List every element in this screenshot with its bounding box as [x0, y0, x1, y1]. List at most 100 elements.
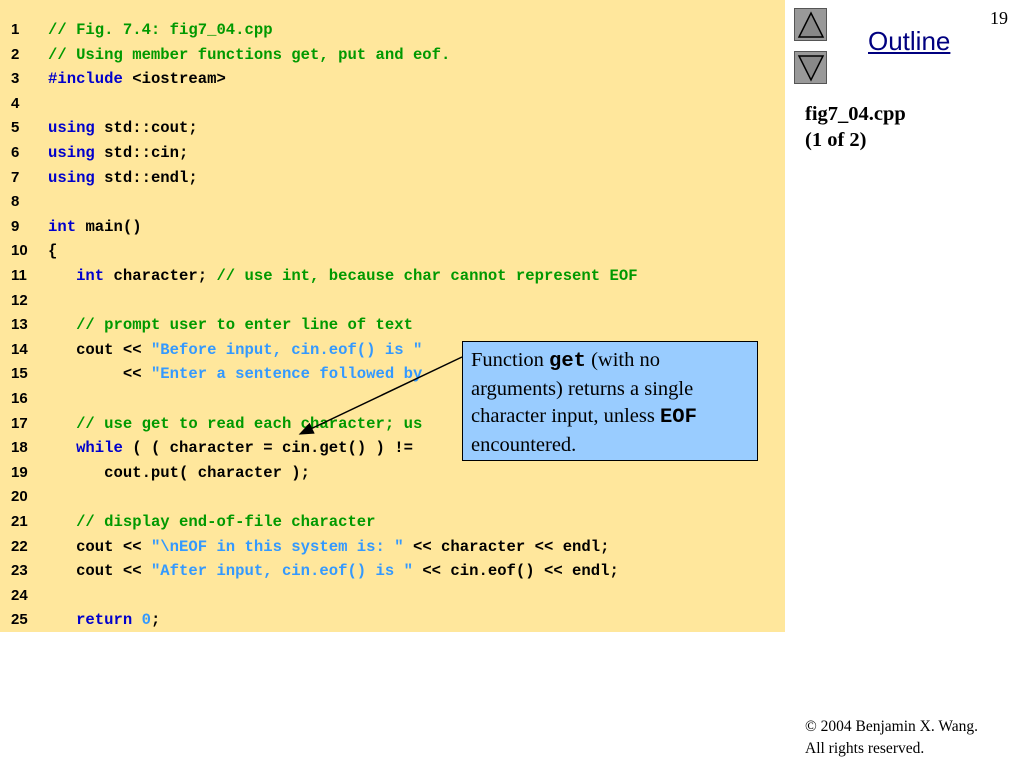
- line-number: 17: [11, 414, 28, 432]
- code-text: << "Enter a sentence followed by: [48, 362, 422, 386]
- line-number: 22: [11, 537, 28, 555]
- code-token: main(): [85, 217, 142, 236]
- code-token: while: [76, 439, 133, 458]
- code-token: int: [48, 217, 86, 236]
- code-text: using std::cin;: [48, 141, 188, 165]
- line-number: 23: [11, 562, 28, 580]
- code-text: int main(): [48, 215, 142, 239]
- line-number: 24: [11, 586, 28, 604]
- code-token: "Enter a sentence followed by: [150, 365, 423, 384]
- triangle-down-icon: [797, 54, 824, 82]
- code-text: cout << "Before input, cin.eof() is ": [48, 338, 422, 362]
- code-token: std::cout;: [104, 119, 198, 138]
- code-token: 0: [141, 611, 151, 630]
- code-text: // Fig. 7.4: fig7_04.cpp: [48, 18, 273, 42]
- code-token: {: [48, 242, 58, 261]
- code-text: cout << "After input, cin.eof() is " << …: [48, 559, 619, 583]
- code-token: "\nEOF in this system is: ": [150, 537, 404, 556]
- line-number: 5: [11, 119, 20, 137]
- line-number: 15: [11, 365, 28, 383]
- line-number: 16: [11, 390, 28, 407]
- footer: © 2004 Benjamin X. Wang. All rights rese…: [805, 716, 978, 760]
- code-token: [48, 316, 76, 334]
- callout-code-get: get: [549, 350, 586, 373]
- code-token: using: [48, 144, 105, 162]
- copyright-symbol: ©: [805, 718, 817, 735]
- file-name: fig7_04.cpp: [805, 103, 906, 125]
- code-text: int character; // use int, because char …: [48, 264, 638, 288]
- code-token: [48, 439, 76, 457]
- code-token: [48, 415, 76, 433]
- callout-text-2: (with no arguments) returns a single cha…: [471, 349, 694, 427]
- code-text: cout << "\nEOF in this system is: " << c…: [48, 535, 609, 559]
- code-token: std::endl;: [104, 168, 198, 187]
- code-token: std::cin;: [104, 144, 189, 162]
- file-title: fig7_04.cpp (1 of 2): [805, 101, 906, 153]
- code-token: cout.put( character );: [48, 463, 311, 482]
- code-text: // use get to read each character; us: [48, 412, 422, 436]
- line-number: 2: [11, 45, 20, 63]
- code-token: // prompt user to enter line of text: [76, 316, 413, 335]
- code-token: ;: [150, 611, 161, 630]
- line-number: 8: [11, 193, 20, 211]
- callout-text-1: Function: [471, 349, 550, 371]
- line-number: 18: [11, 439, 28, 457]
- code-token: int: [76, 267, 114, 285]
- code-token: cout <<: [48, 537, 151, 556]
- code-token: << character << endl;: [403, 537, 610, 556]
- code-token: ( ( character = cin.get() ) !=: [132, 439, 423, 458]
- copyright-text: 2004 Benjamin X. Wang.: [816, 718, 978, 735]
- code-text: {: [48, 239, 57, 263]
- line-number: 11: [11, 267, 27, 284]
- line-number: 14: [11, 340, 28, 358]
- line-number: 12: [11, 291, 28, 309]
- code-token: cout <<: [48, 340, 151, 359]
- code-text: // display end-of-file character: [48, 510, 376, 534]
- page-number: 19: [990, 8, 1008, 28]
- code-text: return 0;: [48, 608, 160, 632]
- code-token: #include: [48, 70, 133, 89]
- code-token: "After input, cin.eof() is ": [150, 562, 413, 581]
- code-token: using: [48, 168, 105, 187]
- code-token: <iostream>: [132, 70, 226, 89]
- code-token: // use get to read each character; us: [76, 414, 423, 433]
- line-number: 6: [11, 144, 20, 161]
- code-token: [48, 513, 76, 531]
- line-number: 7: [11, 168, 20, 186]
- callout-code-eof: EOF: [659, 406, 697, 429]
- code-token: return: [76, 611, 142, 630]
- code-token: // use int, because char cannot represen…: [216, 267, 638, 285]
- rights-line: All rights reserved.: [805, 740, 925, 757]
- code-token: character;: [113, 267, 217, 285]
- code-token: // Using member functions get, put and e…: [48, 45, 451, 64]
- code-token: cout <<: [48, 562, 151, 581]
- line-number: 10: [11, 242, 28, 260]
- code-token: // display end-of-file character: [76, 513, 376, 531]
- line-number: 9: [11, 217, 20, 235]
- code-text: using std::endl;: [48, 166, 198, 190]
- file-part: (1 of 2): [805, 129, 867, 151]
- line-number: 4: [11, 94, 20, 112]
- code-token: [48, 611, 76, 629]
- callout-text-3: encountered.: [471, 433, 577, 456]
- line-number: 1: [11, 21, 20, 38]
- code-token: <<: [48, 365, 151, 384]
- code-text: // prompt user to enter line of text: [48, 313, 413, 337]
- triangle-up-icon: [797, 10, 824, 38]
- callout-box: Function get (with no arguments) returns…: [462, 341, 758, 461]
- line-number: 3: [11, 70, 20, 88]
- code-text: // Using member functions get, put and e…: [48, 43, 450, 67]
- previous-slide-button[interactable]: [794, 8, 827, 41]
- line-number: 19: [11, 463, 28, 481]
- outline-link[interactable]: Outline: [868, 26, 951, 56]
- code-token: << cin.eof() << endl;: [412, 562, 619, 581]
- code-token: "Before input, cin.eof() is ": [150, 340, 423, 359]
- code-token: using: [48, 119, 105, 138]
- line-number: 13: [11, 316, 28, 334]
- code-text: using std::cout;: [48, 116, 198, 140]
- code-text: while ( ( character = cin.get() ) !=: [48, 436, 422, 460]
- line-number: 25: [11, 611, 28, 629]
- line-number: 20: [11, 488, 28, 506]
- code-text: cout.put( character );: [48, 461, 310, 485]
- next-slide-button[interactable]: [794, 51, 827, 84]
